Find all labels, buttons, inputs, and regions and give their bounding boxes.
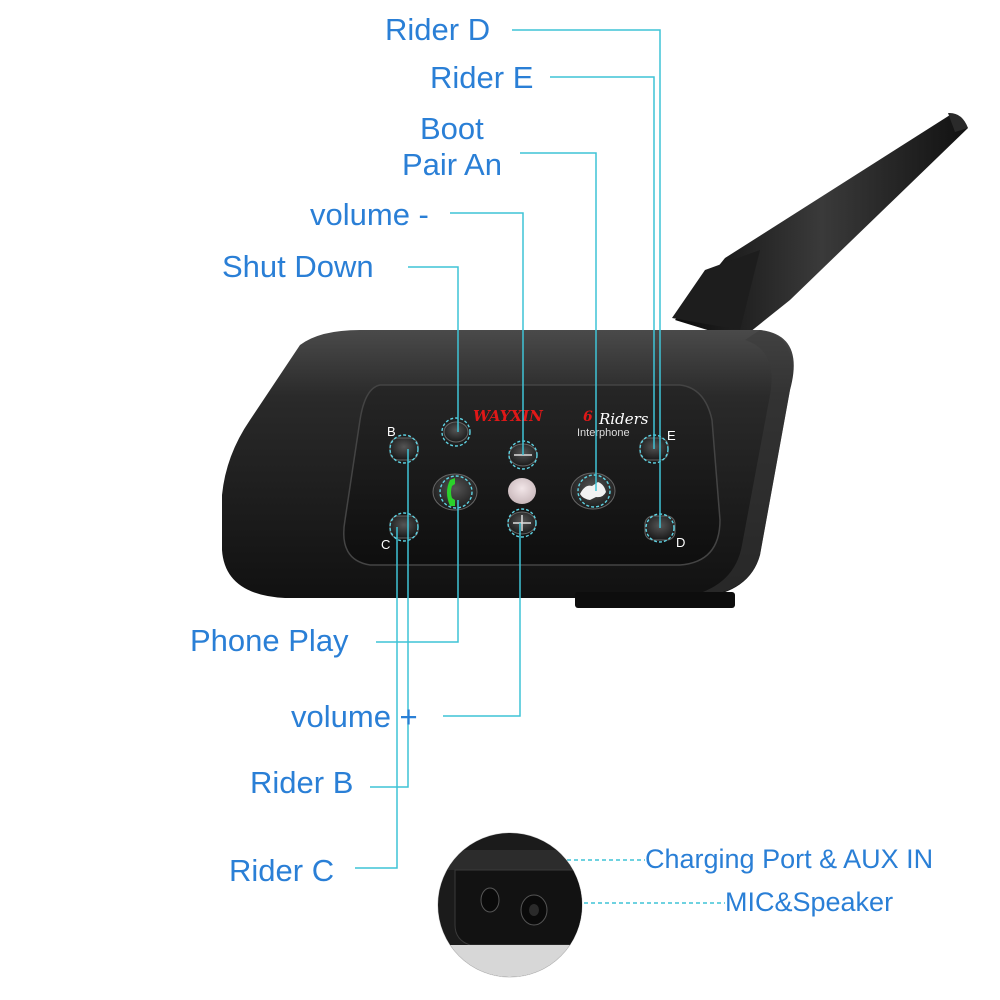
bottom-slot <box>575 592 735 608</box>
label-charging-port: Charging Port & AUX IN <box>645 844 934 874</box>
intercom-unit <box>222 330 794 608</box>
button-volume-plus[interactable] <box>507 511 537 535</box>
button-b[interactable] <box>389 437 419 461</box>
brand-wordmark: WAYXIN <box>473 407 544 425</box>
brand-riders-text: Riders <box>598 410 649 428</box>
antenna <box>672 112 968 340</box>
label-rider-d: Rider D <box>385 12 491 47</box>
button-d-letter: D <box>676 535 685 550</box>
button-c[interactable] <box>389 515 419 539</box>
phone-icon <box>447 478 455 506</box>
button-phone-play[interactable] <box>432 473 478 511</box>
button-c-letter: C <box>381 537 390 552</box>
button-e-letter: E <box>667 428 676 443</box>
motorcycle-icon <box>580 482 606 500</box>
status-led <box>508 478 536 504</box>
label-volume-plus: volume + <box>291 699 418 734</box>
label-rider-c: Rider C <box>229 853 335 888</box>
port-inset <box>437 832 583 978</box>
button-b-letter: B <box>387 424 396 439</box>
label-boot: Boot <box>420 111 484 146</box>
label-mic-speaker: MIC&Speaker <box>725 887 894 917</box>
label-pair-an: Pair An <box>402 147 502 182</box>
charging-port <box>480 887 500 913</box>
label-rider-b: Rider B <box>250 765 354 800</box>
label-shut-down: Shut Down <box>222 249 374 284</box>
button-boot-pair[interactable] <box>570 472 616 510</box>
label-rider-e: Rider E <box>430 60 534 95</box>
brand-badge: 6 <box>583 409 593 425</box>
brand-subtitle: Interphone <box>577 427 630 439</box>
leader-lines <box>355 29 725 904</box>
label-phone-play: Phone Play <box>190 623 349 658</box>
button-shut-down[interactable] <box>443 421 469 443</box>
label-volume-minus: volume - <box>310 197 429 232</box>
